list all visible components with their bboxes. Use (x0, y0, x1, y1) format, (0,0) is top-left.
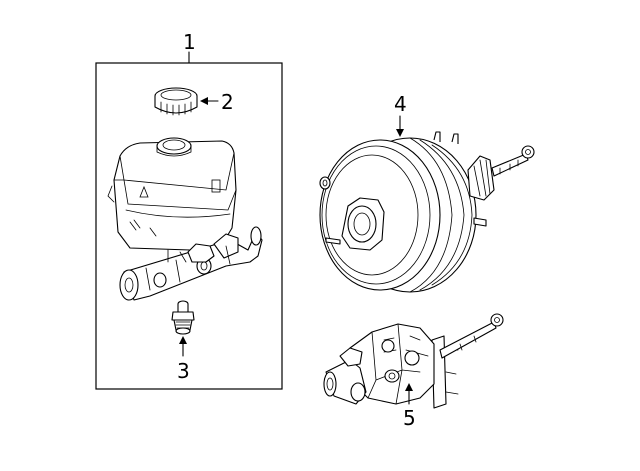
part-2-reservoir-cap[interactable] (154, 87, 198, 116)
leader-2 (200, 97, 219, 105)
leader-3 (179, 336, 187, 357)
master-cylinder[interactable] (107, 137, 263, 301)
callout-1[interactable]: 1 (183, 30, 196, 54)
part-3-pressure-switch[interactable] (171, 300, 195, 335)
callout-5[interactable]: 5 (403, 406, 416, 430)
part-5-hydraulic-booster[interactable] (323, 313, 504, 409)
part-4-brake-booster[interactable] (319, 131, 535, 293)
callout-4[interactable]: 4 (394, 92, 407, 116)
callout-2[interactable]: 2 (221, 90, 234, 114)
leader-4 (396, 115, 404, 137)
callout-3[interactable]: 3 (177, 359, 190, 383)
leader-5 (405, 383, 413, 405)
